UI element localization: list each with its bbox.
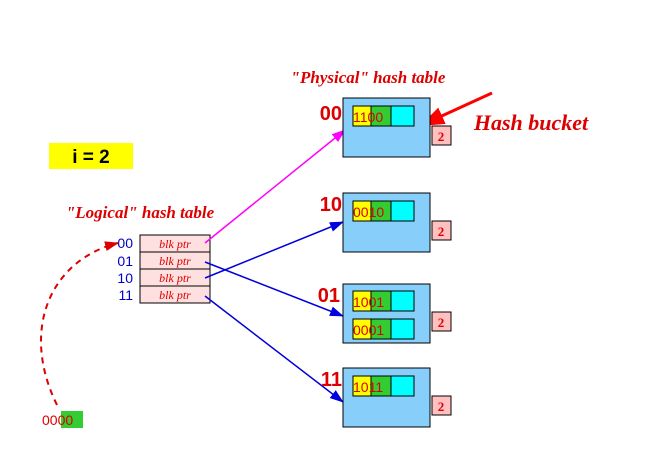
hash-bucket-arrow bbox=[420, 91, 493, 127]
global-depth-box: i = 2 bbox=[49, 143, 133, 169]
svg-text:0001: 0001 bbox=[353, 322, 384, 338]
bucket-id: 10 bbox=[320, 194, 342, 216]
record: 1100 bbox=[352, 105, 415, 127]
record-prefix: 00 bbox=[353, 204, 369, 220]
logical-row: 11 blk ptr bbox=[118, 285, 211, 304]
svg-text:1011: 1011 bbox=[353, 379, 383, 395]
record-suffix: 00 bbox=[368, 109, 384, 125]
svg-text:1100: 1100 bbox=[353, 109, 383, 125]
local-depth: 2 bbox=[438, 315, 445, 330]
logical-hash-table: 00 blk ptr 01 blk ptr 10 blk ptr 11 blk … bbox=[117, 234, 211, 304]
logical-row: 00 blk ptr bbox=[117, 234, 211, 253]
local-depth: 2 bbox=[438, 224, 445, 239]
bucket-id: 11 bbox=[321, 369, 342, 391]
local-depth: 2 bbox=[438, 129, 445, 144]
svg-text:0000: 0000 bbox=[42, 412, 73, 428]
record-suffix: 11 bbox=[369, 379, 384, 395]
record: 0010 bbox=[352, 200, 415, 222]
record-suffix: 01 bbox=[369, 322, 385, 338]
blk-ptr-label: blk ptr bbox=[159, 237, 191, 251]
search-key-prefix: 00 bbox=[42, 412, 58, 428]
record-suffix: 10 bbox=[369, 204, 385, 220]
search-key-suffix: 00 bbox=[58, 412, 74, 428]
blk-ptr-label: blk ptr bbox=[159, 288, 191, 302]
logical-index: 11 bbox=[118, 287, 133, 303]
logical-index: 01 bbox=[117, 253, 133, 269]
bucket-00: 00 1100 2 bbox=[320, 97, 452, 158]
bucket-10: 10 0010 2 bbox=[320, 192, 452, 253]
pointer-arrow-11 bbox=[204, 295, 344, 403]
logical-row: 01 blk ptr bbox=[117, 251, 211, 270]
record: 1011 bbox=[352, 375, 415, 397]
blk-ptr-label: blk ptr bbox=[159, 254, 191, 268]
logical-row: 10 blk ptr bbox=[117, 268, 211, 287]
search-key: 0000 bbox=[42, 411, 83, 428]
search-key-arrow bbox=[40, 241, 119, 406]
record-prefix: 11 bbox=[353, 109, 368, 125]
bucket-id: 01 bbox=[318, 285, 340, 307]
pointer-arrow-01 bbox=[204, 261, 344, 317]
bucket-01: 01 1001 0001 2 bbox=[318, 283, 452, 344]
bucket-11: 11 1011 2 bbox=[321, 367, 452, 428]
global-depth-label: i = 2 bbox=[72, 147, 110, 168]
logical-index: 10 bbox=[117, 270, 133, 286]
record-prefix: 10 bbox=[353, 379, 369, 395]
logical-table-title: "Logical" hash table bbox=[66, 203, 215, 222]
blk-ptr-label: blk ptr bbox=[159, 271, 191, 285]
pointer-arrow-10 bbox=[204, 221, 344, 279]
record: 0001 bbox=[352, 318, 415, 340]
record-prefix: 10 bbox=[353, 294, 369, 310]
record: 1001 bbox=[352, 290, 415, 312]
bucket-id: 00 bbox=[320, 103, 342, 125]
logical-index: 00 bbox=[117, 235, 133, 251]
record-suffix: 01 bbox=[369, 294, 385, 310]
record-prefix: 00 bbox=[353, 322, 369, 338]
svg-text:0010: 0010 bbox=[353, 204, 384, 220]
svg-text:1001: 1001 bbox=[353, 294, 384, 310]
physical-table-title: "Physical" hash table bbox=[291, 68, 446, 87]
pointer-arrow-00 bbox=[204, 129, 346, 244]
hash-bucket-label: Hash bucket bbox=[473, 110, 589, 135]
local-depth: 2 bbox=[438, 399, 445, 414]
